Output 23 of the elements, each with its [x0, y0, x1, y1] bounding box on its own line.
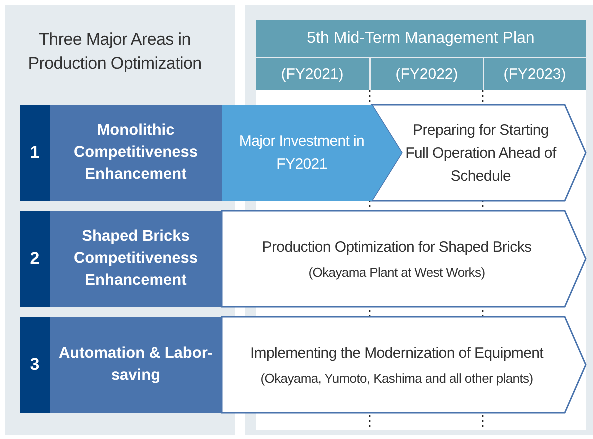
area-box	[20, 105, 222, 201]
step-note: (Okayama, Yumoto, Kashima and all other plants)	[260, 370, 534, 388]
header-cell: (FY2021)	[256, 58, 369, 90]
step-note: (Okayama Plant at West Works)	[308, 264, 486, 282]
area-number: 2	[20, 211, 50, 307]
arrow-shape	[222, 105, 402, 201]
section-heading: Three Major Areas in Production Optimization	[27, 29, 203, 75]
area-name: Automation & Labor-saving	[58, 344, 214, 386]
area-box	[20, 317, 222, 413]
header-cell: 5th Mid-Term Management Plan	[256, 20, 586, 57]
header-cell: (FY2022)	[371, 58, 483, 90]
step-text: Major Investment in FY2021	[238, 132, 366, 175]
header-cell: (FY2023)	[484, 58, 586, 90]
area-box	[20, 211, 222, 307]
step-text: Production Optimization for Shaped Bricks	[262, 238, 532, 258]
chevron-shape	[222, 317, 586, 413]
chevron-shape	[222, 211, 586, 307]
step-text: Preparing for Starting Full Operation Ahead of Schedule	[404, 120, 558, 186]
area-name: Shaped Bricks Competitiveness Enhancement	[72, 227, 200, 291]
area-number: 1	[20, 105, 50, 201]
step-text: Implementing the Modernization of Equipment	[250, 344, 544, 364]
area-name: Monolithic Competitiveness Enhancement	[72, 121, 200, 185]
area-number: 3	[20, 317, 50, 413]
